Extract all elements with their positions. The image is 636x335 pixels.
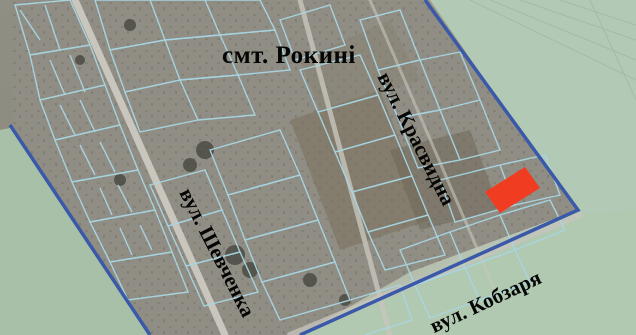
highlighted-parcel[interactable]	[485, 167, 540, 213]
road-central	[297, 0, 393, 335]
settlement-boundary-east	[299, 0, 581, 335]
settlement-boundary	[8, 124, 152, 335]
town-label: смт. Рокині	[222, 42, 356, 69]
road-shevchenka	[71, 0, 229, 335]
road-krasvydna	[368, 0, 497, 292]
field-southwest	[0, 125, 150, 335]
parcel-grid	[14, 0, 566, 335]
